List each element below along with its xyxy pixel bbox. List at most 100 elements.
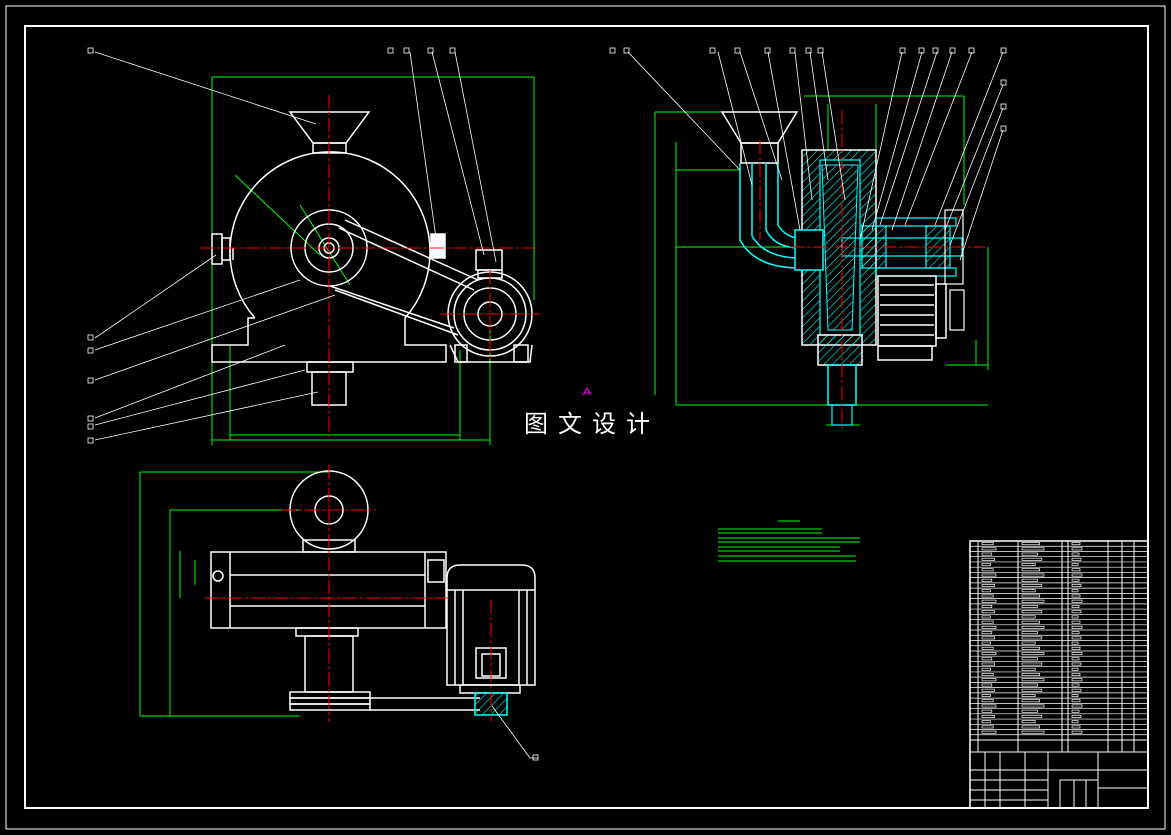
parts-list-cell-text xyxy=(1021,599,1045,603)
parts-list-cell-text xyxy=(981,542,994,546)
parts-list-cell-text xyxy=(981,631,993,635)
parts-list-cell-text xyxy=(1021,704,1045,708)
parts-list-cell-text xyxy=(981,620,994,624)
parts-list-cell-text xyxy=(981,694,991,697)
parts-list-cell-text xyxy=(1021,673,1040,677)
parts-list-cell-text xyxy=(1021,589,1036,593)
parts-list-cell-text xyxy=(981,604,993,608)
parts-list-cell-text xyxy=(1071,699,1081,703)
parts-list-cell-text xyxy=(1021,725,1040,729)
parts-list-cell-text xyxy=(1071,610,1082,614)
parts-list-cell-text xyxy=(1071,557,1082,561)
parts-list-cell-text xyxy=(1021,636,1043,640)
parts-list-cell-text xyxy=(1071,667,1079,671)
parts-list-cell-text xyxy=(981,646,994,650)
parts-list-cell-text xyxy=(981,699,994,703)
parts-list-cell-text xyxy=(1071,678,1083,682)
parts-list-cell-text xyxy=(981,704,997,708)
parts-list-cell-text xyxy=(981,578,993,582)
parts-list-cell-text xyxy=(981,662,995,666)
parts-list-cell-text xyxy=(1071,620,1081,624)
parts-list-cell-text xyxy=(1071,714,1082,718)
front-view-dimensions xyxy=(211,76,535,445)
parts-list-cell-text xyxy=(1071,730,1083,734)
parts-list-cell-text xyxy=(1071,578,1080,582)
parts-list-cell-text xyxy=(981,714,995,718)
parts-list-cell-text xyxy=(1021,620,1040,624)
front-view-leaders xyxy=(94,51,497,441)
parts-list-cell-text xyxy=(1071,542,1081,546)
parts-list-cell-text xyxy=(1021,730,1045,734)
parts-list-cell-text xyxy=(981,683,993,687)
front-view-balloons xyxy=(87,47,456,444)
parts-list-cell-text xyxy=(981,667,991,671)
section-view-leaders xyxy=(627,51,1004,261)
parts-list-cell-text xyxy=(981,641,991,645)
parts-list-cell-text xyxy=(981,563,991,567)
parts-list-cell-text xyxy=(1021,678,1045,682)
parts-list-cell-text xyxy=(981,652,997,656)
parts-list-cell-text xyxy=(981,657,993,661)
parts-list-cell-text xyxy=(1071,657,1080,661)
parts-list-cell-text xyxy=(1021,714,1043,718)
parts-list-cell-text xyxy=(1021,604,1038,608)
parts-list-cell-text xyxy=(1071,547,1083,551)
parts-list-cell-text xyxy=(1071,641,1079,645)
top-view-centerlines xyxy=(205,465,492,722)
parts-list-cell-text xyxy=(981,636,995,640)
parts-list-cell-text xyxy=(1071,673,1081,677)
parts-list-cell-text xyxy=(1021,631,1038,635)
parts-list-cell-text xyxy=(1021,662,1043,666)
parts-list-cell-text xyxy=(1071,652,1083,656)
parts-list-cell-text xyxy=(981,599,997,603)
parts-list-cell-text xyxy=(1071,704,1083,708)
section-view-centerlines xyxy=(759,110,985,430)
parts-list-cell-text xyxy=(1021,688,1043,692)
front-view-centerlines xyxy=(200,95,540,440)
front-view xyxy=(87,47,540,445)
section-view-balloons xyxy=(609,47,1007,132)
drawing-border xyxy=(5,5,1166,830)
parts-list-cell-text xyxy=(1071,631,1080,635)
top-view-dimensions xyxy=(139,471,330,717)
parts-list-cell-text xyxy=(1021,699,1040,703)
parts-list-cell-text xyxy=(981,709,993,713)
parts-list-cell-text xyxy=(1021,547,1045,551)
parts-list-cell-text xyxy=(1071,589,1079,593)
parts-list-cell-text xyxy=(1021,610,1043,614)
parts-list-cell-text xyxy=(981,688,995,692)
parts-list-cell-text xyxy=(981,625,997,629)
parts-list-cell-text xyxy=(1071,646,1081,650)
parts-list-cell-text xyxy=(981,557,995,561)
parts-list-cell-text xyxy=(1021,594,1040,598)
parts-list-cell-text xyxy=(1071,725,1081,729)
title-block xyxy=(969,540,1149,809)
parts-list-cell-text xyxy=(1021,568,1040,572)
parts-list-cell-text xyxy=(1021,573,1045,577)
left-bearing-block xyxy=(211,233,446,265)
parts-list-rows xyxy=(970,542,1148,736)
parts-list-cell-text xyxy=(981,673,994,677)
parts-list-cell-text xyxy=(1021,615,1036,619)
parts-list-cell-text xyxy=(981,615,991,619)
parts-list-cell-text xyxy=(981,678,997,682)
parts-list-cell-text xyxy=(1071,599,1083,603)
parts-list-cell-text xyxy=(1071,662,1082,666)
parts-list-cell-text xyxy=(981,552,993,556)
parts-list-cell-text xyxy=(981,584,995,587)
top-view xyxy=(139,465,539,761)
parts-list-cell-text xyxy=(1021,709,1038,713)
parts-list-cell-text xyxy=(1071,720,1079,724)
parts-list-cell-text xyxy=(1071,552,1080,556)
technical-notes xyxy=(718,520,860,562)
watermark-text: 图文设计 xyxy=(524,410,660,438)
parts-list-cell-text xyxy=(1021,552,1038,556)
parts-list-cell-text xyxy=(1021,694,1036,697)
parts-list-cell-text xyxy=(1071,604,1080,608)
parts-list-cell-text xyxy=(1021,625,1045,629)
parts-list-cell-text xyxy=(1021,641,1036,645)
parts-list-cell-text xyxy=(1021,542,1040,546)
parts-list-cell-text xyxy=(1071,594,1081,598)
parts-list-cell-text xyxy=(1021,563,1036,567)
parts-list-cell-text xyxy=(981,589,991,593)
